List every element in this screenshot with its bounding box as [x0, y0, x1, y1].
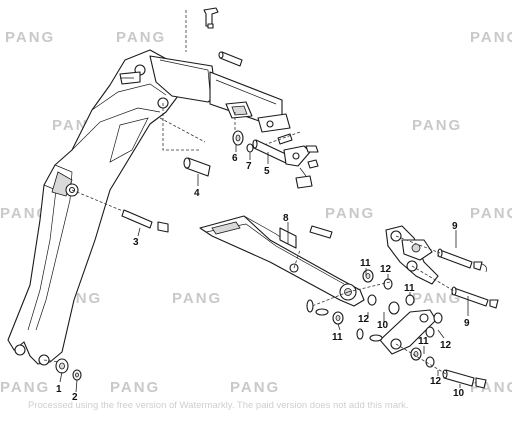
callout-11-b: 11: [404, 283, 415, 294]
callout-3: 3: [133, 237, 139, 248]
watermark-logo: PANG: [230, 379, 280, 396]
part-3-bolt: [121, 209, 169, 233]
callout-12-d: 12: [430, 376, 442, 387]
callout-11: 11: [360, 258, 371, 269]
part-1-2-group: [55, 358, 82, 381]
assembly-lines: [43, 10, 301, 363]
callout-5: 5: [264, 166, 270, 177]
arm-assembly-lines: [293, 235, 455, 375]
boom: [7, 49, 179, 366]
part-10-pin: [442, 369, 487, 389]
stick-arm: [199, 215, 365, 307]
watermark-logo: PANG: [412, 290, 462, 307]
callout-labels: 1 2 3 4 5 6 7 8 9 9 10 10 11 11 11 11 12…: [56, 153, 470, 403]
watermark-notice: Processed using the free version of Wate…: [28, 400, 409, 411]
callout-7: 7: [246, 161, 252, 172]
callout-2: 2: [72, 392, 78, 403]
watermark-logo: PANG: [412, 117, 462, 134]
callout-12: 12: [380, 264, 392, 275]
part-4-pin: [183, 157, 211, 177]
callout-10: 10: [377, 320, 389, 331]
callout-4: 4: [194, 188, 200, 199]
part-6-7-5-group: [232, 130, 319, 189]
watermark-logo: PANG: [110, 379, 160, 396]
callout-12-c: 12: [440, 340, 452, 351]
callout-6: 6: [232, 153, 238, 164]
link-assembly: [385, 225, 487, 285]
callout-11-c: 11: [332, 332, 343, 343]
callout-8: 8: [283, 213, 289, 224]
watermark-logo: PANG: [325, 205, 375, 222]
callout-1: 1: [56, 384, 62, 395]
watermark-logo: PANG: [0, 379, 50, 396]
callout-9-b: 9: [464, 318, 470, 329]
lower-link: [379, 286, 499, 355]
callout-11-d: 11: [418, 336, 429, 347]
watermark-logo: PANG: [470, 29, 512, 46]
leader-lines: [59, 144, 469, 393]
callout-10-b: 10: [453, 388, 465, 399]
callout-9: 9: [452, 221, 458, 232]
upper-pin: [218, 51, 243, 67]
callout-12-b: 12: [358, 314, 370, 325]
watermark-logo: PANG: [0, 205, 50, 222]
bushings: [306, 269, 443, 368]
top-pin: [203, 7, 219, 29]
watermark-logo: PANG: [116, 29, 166, 46]
watermark-logo: PANG: [5, 29, 55, 46]
watermark-logo: PANG: [470, 205, 512, 222]
watermark-logo: PANG: [172, 290, 222, 307]
